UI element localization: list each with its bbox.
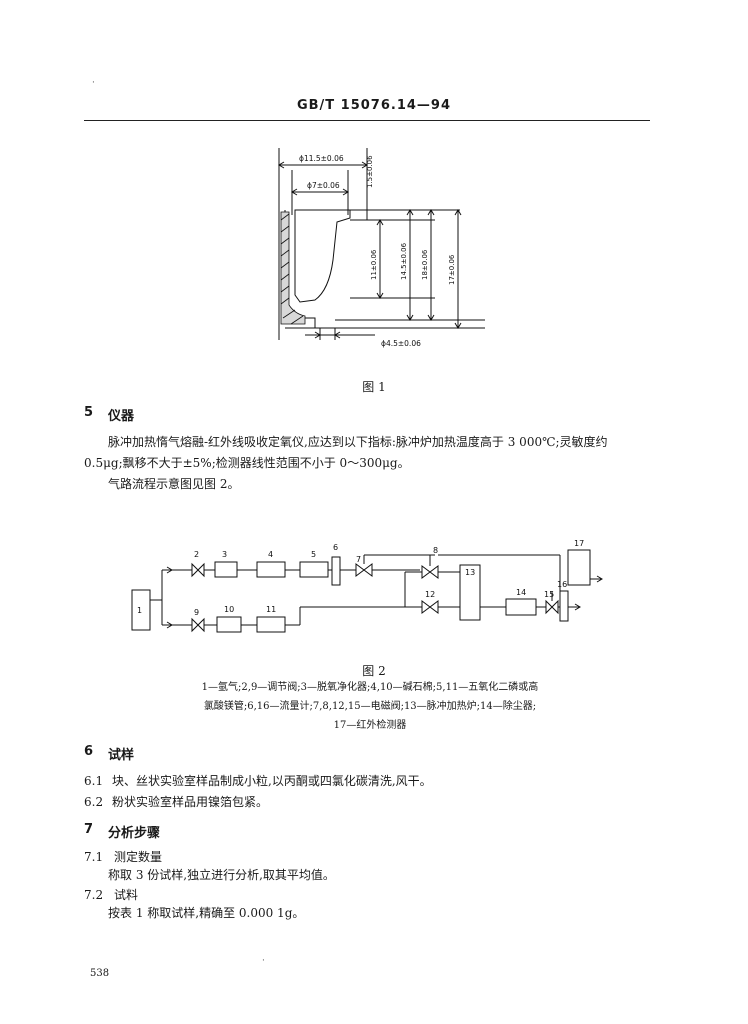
- dim-top-step: 1.5±0.06: [366, 155, 374, 188]
- label-17: 17: [574, 539, 584, 548]
- figure2-caption: 图 2: [362, 664, 386, 678]
- section5-para2: 气路流程示意图见图 2。: [108, 477, 240, 491]
- label-12: 12: [425, 590, 435, 599]
- section7-number: 7: [84, 822, 94, 837]
- dim-inner-diameter: ϕ7±0.06: [307, 181, 340, 190]
- label-14: 14: [516, 588, 526, 597]
- figure2-legend-line2: 氯酸镁管;6,16—流量计;7,8,12,15—电磁阀;13—脉冲加热炉;14—…: [203, 701, 537, 712]
- component-1-argon: [131, 589, 151, 631]
- label-2: 2: [194, 550, 199, 559]
- label-16: 16: [557, 580, 567, 589]
- section5-number: 5: [84, 405, 94, 420]
- section6-number: 6: [84, 744, 94, 759]
- dim-h4: 17±0.06: [448, 254, 456, 285]
- label-9: 9: [194, 608, 199, 617]
- label-3: 3: [222, 550, 227, 559]
- label-11: 11: [266, 605, 276, 614]
- section5-para1-line1: 脉冲加热惰气熔融-红外线吸收定氧仪,应达到以下指标:脉冲炉加热温度高于 3 00…: [108, 435, 608, 449]
- section7-item1-title: 测定数量: [114, 850, 163, 864]
- scan-speck: ·: [262, 956, 265, 966]
- section7-item2-title: 试料: [114, 888, 139, 902]
- section6-item1-number: 6.1: [84, 774, 104, 788]
- label-5: 5: [311, 550, 316, 559]
- dim-bottom-diameter: ϕ4.5±0.06: [381, 339, 421, 348]
- scan-speck: ·: [92, 78, 95, 88]
- section6-item2-number: 6.2: [84, 795, 104, 809]
- section7-item2-number: 7.2: [84, 888, 104, 902]
- section6-item2-text: 粉状实验室样品用镍箔包紧。: [112, 795, 269, 809]
- figure2-flow-diagram: 1 2 3 4 5 6 7 8 9 10 11 12 13 14 15 16 1…: [131, 539, 603, 633]
- label-8: 8: [433, 546, 438, 555]
- label-6: 6: [333, 543, 338, 552]
- dim-h3: 18±0.06: [421, 249, 429, 280]
- figure2-legend-line3: 17—红外检测器: [333, 720, 407, 731]
- figure1-drawing: ϕ11.5±0.06 ϕ7±0.06 ϕ4.5±0.06 1.5±0.06 11…: [278, 148, 485, 348]
- label-15: 15: [544, 590, 554, 599]
- label-10: 10: [224, 605, 234, 614]
- label-13: 13: [465, 568, 475, 577]
- figure2-legend-line1: 1—氩气;2,9—调节阀;3—脱氧净化器;4,10—碱石棉;5,11—五氧化二磷…: [201, 682, 539, 693]
- header-rule: [84, 120, 650, 121]
- figure1-caption: 图 1: [362, 380, 386, 394]
- dim-h2: 14.5±0.06: [400, 242, 408, 280]
- section7-item1-number: 7.1: [84, 850, 104, 864]
- section6-title: 试样: [108, 748, 135, 763]
- section7-title: 分析步骤: [108, 826, 161, 841]
- page-number: 538: [90, 968, 110, 979]
- section7-item2-text: 按表 1 称取试样,精确至 0.000 1g。: [108, 906, 305, 920]
- dim-outer-diameter: ϕ11.5±0.06: [299, 154, 344, 163]
- page-header: GB/T 15076.14—94: [296, 98, 452, 113]
- label-7: 7: [356, 555, 361, 564]
- dim-h1: 11±0.06: [370, 249, 378, 280]
- label-1: 1: [137, 606, 142, 615]
- section7-item1-text: 称取 3 份试样,独立进行分析,取其平均值。: [108, 868, 335, 882]
- section6-item1-text: 块、丝状实验室样品制成小粒,以丙酮或四氯化碳清洗,风干。: [112, 774, 432, 788]
- section5-title: 仪器: [108, 409, 135, 424]
- label-4: 4: [268, 550, 273, 559]
- section5-para1-line2: 0.5μg;飘移不大于±5%;检测器线性范围不小于 0～300μg。: [84, 456, 410, 470]
